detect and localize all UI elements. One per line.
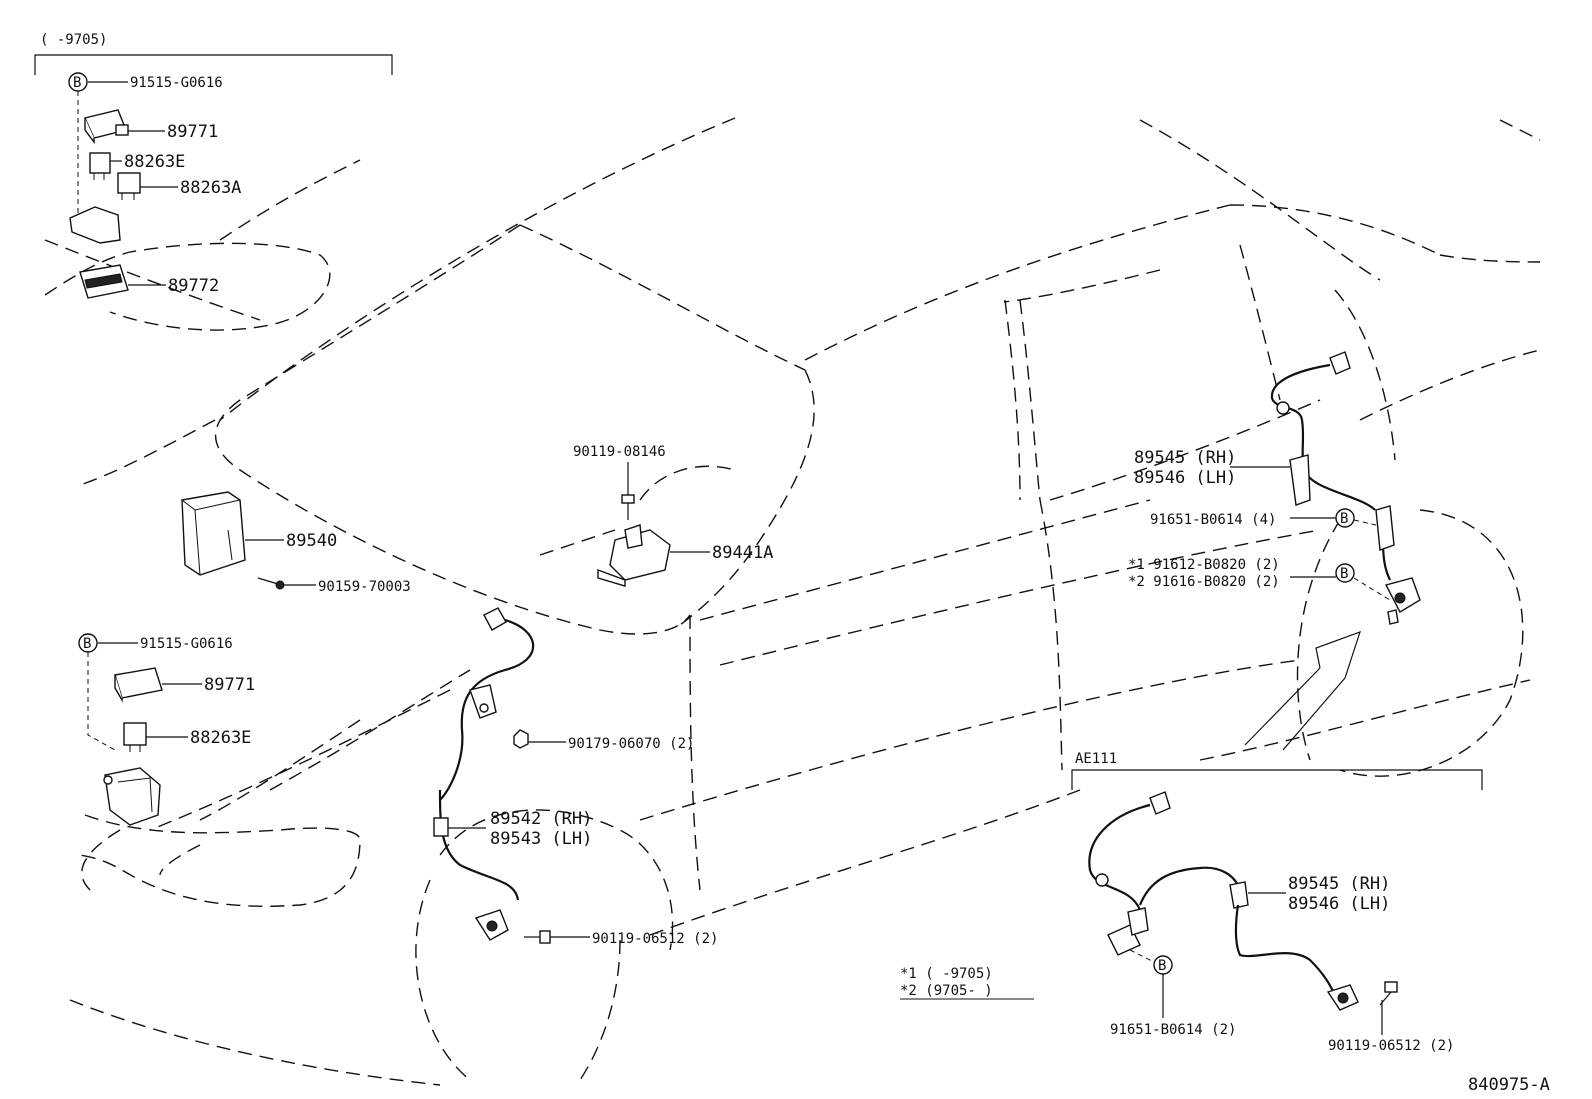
ae111-clamp-icon	[1229, 881, 1249, 909]
abs-ecu-89540: 89540 90159-70003	[181, 491, 411, 595]
marker-b-3: B	[1340, 511, 1348, 527]
front-sensor-connector-icon	[483, 607, 507, 631]
front-sensor-head-icon	[474, 909, 509, 941]
part-89441A: 89441A	[712, 543, 773, 563]
rear-sensor-clamp-icon	[1289, 454, 1311, 506]
bracket-icon	[69, 206, 121, 244]
marker-b-2: B	[83, 636, 91, 652]
top-left-group: ( -9705) B 91515-G0616 89771 88263E 8826	[34, 32, 393, 299]
part-91612: *1 91612-B0820 (2)	[1128, 557, 1280, 573]
part-89543: 89543 (LH)	[490, 829, 592, 849]
relay-88263A-icon	[117, 172, 141, 200]
relay-89771-mid-icon	[114, 667, 163, 703]
part-89546-rear: 89546 (LH)	[1134, 468, 1236, 488]
decel-sensor-group: 90119-08146 89441A	[539, 444, 773, 587]
note-1: *1 ( -9705)	[900, 966, 993, 982]
nut-90179-icon	[513, 729, 529, 749]
ae111-label: AE111	[1075, 751, 1117, 767]
marker-b-5: B	[1158, 958, 1166, 974]
ae111-connector-icon	[1149, 791, 1171, 815]
rear-sensor-head-icon	[1384, 577, 1421, 625]
part-91651-rear: 91651-B0614 (4)	[1150, 512, 1276, 528]
bolt-90159-icon	[257, 577, 285, 590]
note-2: *2 (9705- )	[900, 983, 993, 999]
part-89542: 89542 (RH)	[490, 809, 592, 829]
notes: *1 ( -9705) *2 (9705- )	[900, 966, 1034, 1000]
part-89545-ae: 89545 (RH)	[1288, 874, 1390, 894]
part-90179: 90179-06070 (2)	[568, 736, 694, 752]
front-speed-sensor-group: 89542 (RH) 89543 (LH) 90179-06070 (2) 90…	[433, 607, 718, 947]
part-91515-top: 91515-G0616	[130, 75, 223, 91]
part-90119-08146: 90119-08146	[573, 444, 666, 460]
bolt-90119-08146-icon	[621, 494, 635, 520]
part-91515-mid: 91515-G0616	[140, 636, 233, 652]
part-89772: 89772	[168, 276, 219, 296]
ae111-bracket-icon	[1107, 907, 1149, 956]
front-sensor-grommet-icon	[433, 817, 449, 837]
ae111-sensor-head-icon	[1326, 984, 1359, 1011]
marker-b-1: B	[73, 75, 81, 91]
marker-b-4: B	[1340, 566, 1348, 582]
part-89540: 89540	[286, 531, 337, 551]
part-89771-top: 89771	[167, 122, 218, 142]
part-89546-ae: 89546 (LH)	[1288, 894, 1390, 914]
part-90119-06512-front: 90119-06512 (2)	[592, 931, 718, 947]
rear-speed-sensor-group: 89545 (RH) 89546 (LH) B 91651-B0614 (4) …	[1128, 351, 1421, 751]
part-90119-06512-ae: 90119-06512 (2)	[1328, 1038, 1454, 1054]
part-88263E-top: 88263E	[124, 152, 185, 172]
diagram-id: 840975-A	[1468, 1075, 1550, 1095]
rear-sensor-bracket-icon	[1375, 505, 1395, 551]
range-top-label: ( -9705)	[40, 32, 107, 48]
bolt-90119-front-icon	[524, 930, 551, 944]
connector-89772-icon	[79, 264, 129, 299]
rear-sensor-connector-icon	[1329, 351, 1351, 375]
relay-89771-icon	[84, 109, 129, 145]
part-89545-rear: 89545 (RH)	[1134, 448, 1236, 468]
part-89771-mid: 89771	[204, 675, 255, 695]
sensor-89441A-icon	[597, 524, 671, 587]
part-91616: *2 91616-B0820 (2)	[1128, 574, 1280, 590]
relay-holder-icon	[103, 767, 161, 826]
car-body-outline	[44, 117, 1541, 1086]
part-88263E-mid: 88263E	[190, 728, 251, 748]
part-88263A: 88263A	[180, 178, 241, 198]
front-sensor-bracket-icon	[469, 684, 497, 719]
mid-left-group: B 91515-G0616 89771 88263E	[78, 633, 255, 826]
ae111-inset: AE111 89545 (RH) 89546 (LH) B 91651-B061…	[1071, 751, 1483, 1054]
part-90159: 90159-70003	[318, 579, 411, 595]
part-91651-ae: 91651-B0614 (2)	[1110, 1022, 1236, 1038]
relay-88263E-mid-icon	[123, 722, 147, 752]
relay-88263E-icon	[89, 152, 111, 180]
